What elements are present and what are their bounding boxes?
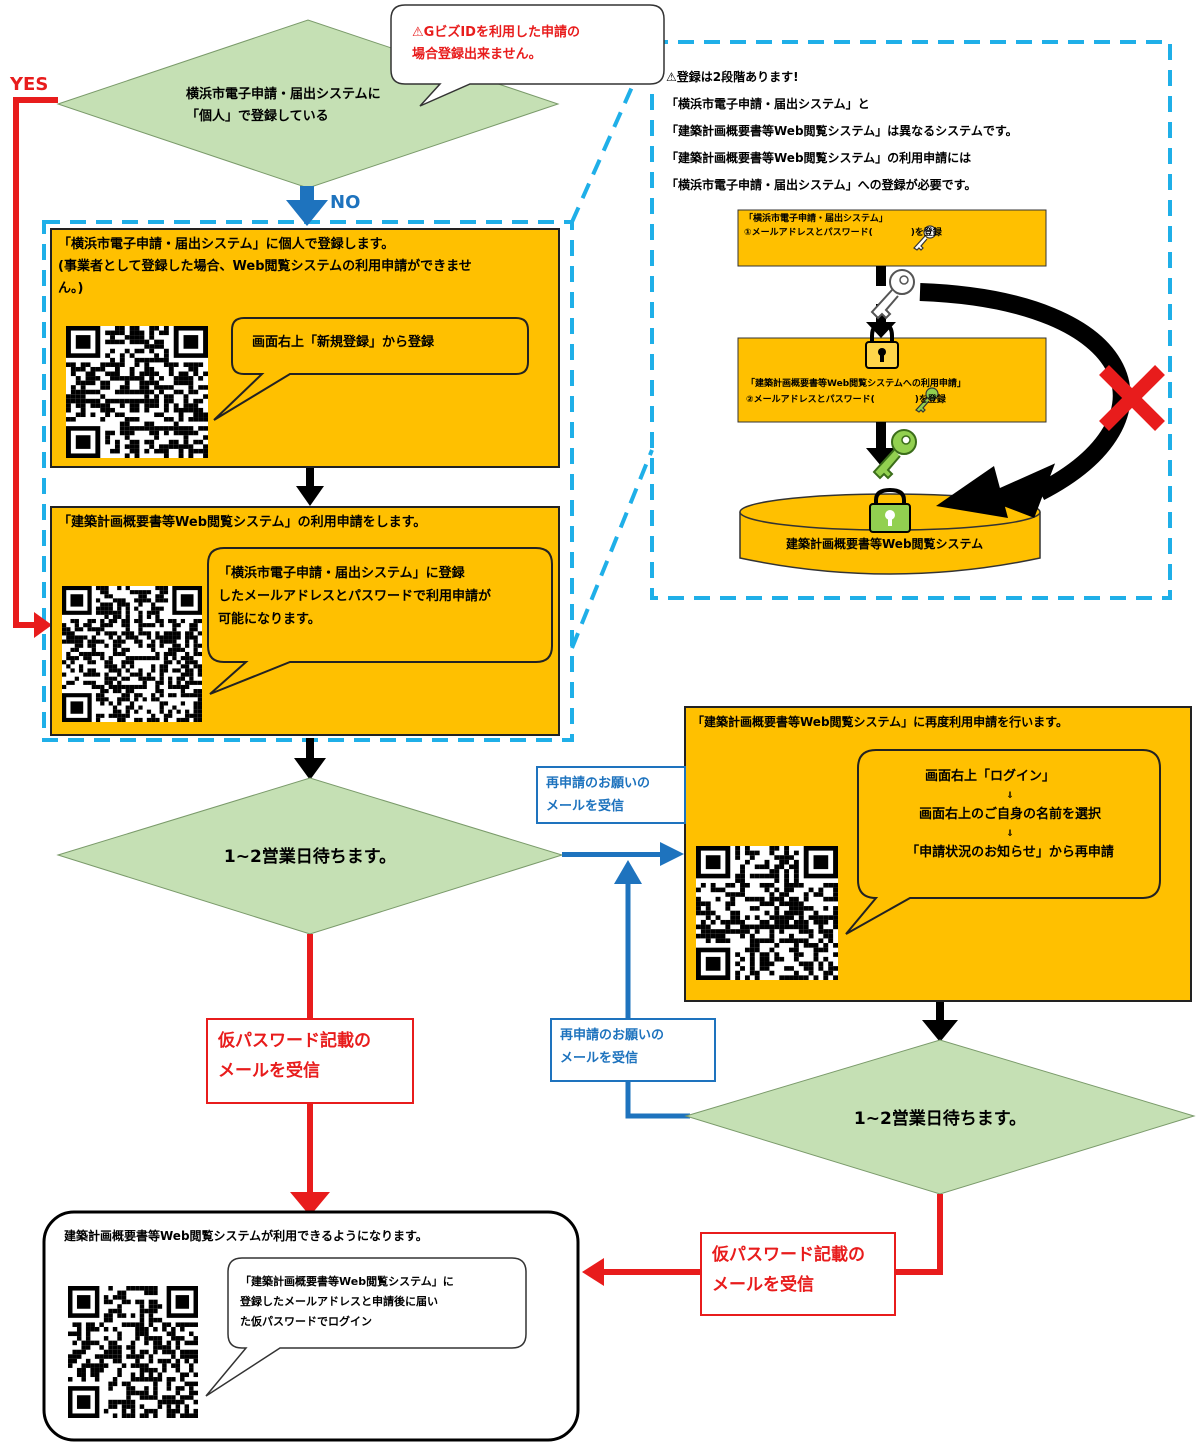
reapply-bubble-text: 画面右上「ログイン」 ⇓ 画面右上のご自身の名前を選択 ⇓ 「申請状況のお知らせ… [860,766,1160,864]
register-line3: ん。) [58,281,84,296]
info-line5: 「横浜市電子申請・届出システム」への登録が必要です。 [666,178,977,192]
gbiz-callout-text: ⚠GビズIDを利用した申請の 場合登録出来ません。 [412,22,580,66]
gbiz-callout-line1: ⚠GビズIDを利用した申請の [412,25,580,40]
final-box-title: 建築計画概要書等Web閲覧システムが利用できるようになります。 [64,1229,428,1243]
reapply-notice-bottom: 再申請のお願いの メールを受信 [550,1018,716,1082]
small-key-icon-1 [913,225,937,251]
temp-password-right-line1: 仮パスワード記載の [712,1245,865,1265]
reapply-step2: 画面右上のご自身の名前を選択 [918,807,1101,822]
info-panel-text: ⚠登録は2段階あります! 「横浜市電子申請・届出システム」と 「建築計画概要書等… [666,64,1018,199]
final-bubble-line1: 「建築計画概要書等Web閲覧システム」に [240,1275,454,1288]
register-box-text: 「横浜市電子申請・届出システム」に個人で登録します。 (事業者として登録した場合… [58,234,558,300]
yellow-lock-icon [865,321,899,369]
no-label: NO [330,192,361,213]
temp-password-left: 仮パスワード記載の メールを受信 [206,1018,414,1104]
gbiz-callout-line2: 場合登録出来ません。 [412,47,542,62]
register-bubble-text: 画面右上「新規登録」から登録 [252,335,435,350]
reapply-step1: 画面右上「ログイン」 [924,769,1055,784]
bubble-final-shape [205,1257,527,1397]
temp-password-left-line1: 仮パスワード記載の [218,1031,371,1051]
wait-diamond-right [684,1039,1196,1195]
register-line2: (事業者として登録した場合、Web閲覧システムの利用申請ができませ [58,259,472,274]
green-lock-icon [869,487,911,533]
apply-bubble-line2: したメールアドレスとパスワードで利用申請が [218,589,492,604]
reapply-step3: 「申請状況のお知らせ」から再申請 [906,845,1114,860]
final-bubble-line2: 登録したメールアドレスと申請後に届い [240,1295,438,1308]
info-line3: 「建築計画概要書等Web閲覧システム」は異なるシステムです。 [666,124,1018,138]
red-x-icon [1099,365,1165,431]
dashed-connector-lower [570,449,654,649]
top-diamond-text: 横浜市電子申請・届出システムに 「個人」で登録している [186,84,381,128]
gbiz-callout-shape [390,4,665,107]
register-line1: 「横浜市電子申請・届出システム」に個人で登録します。 [58,237,395,252]
apply-bubble-line1: 「横浜市電子申請・届出システム」に登録 [218,566,465,581]
info-step2: 「建築計画概要書等Web閲覧システムへの利用申請」 ②メールアドレスとパスワード… [746,376,966,408]
qr-code-reapply[interactable] [696,846,838,980]
apply-bubble-line3: 可能になります。 [218,612,321,627]
info-step2-desc: ②メールアドレスとパスワード( )を登録 [746,392,966,408]
curved-bypass-arrow [919,283,1131,501]
reapply-bottom-line2: メールを受信 [560,1051,639,1066]
info-line4: 「建築計画概要書等Web閲覧システム」の利用申請には [666,151,972,165]
top-diamond-line2: 「個人」で登録している [186,109,329,124]
white-key-icon [870,269,915,320]
reapply-arrow2: ⇓ [1006,829,1014,839]
green-key-icon [872,429,917,480]
reapply-box-title: 「建築計画概要書等Web閲覧システム」に再度利用申請を行います。 [692,715,1068,729]
temp-password-left-line2: メールを受信 [218,1061,320,1081]
info-step2-desc-a: ②メールアドレスとパスワード( [746,395,875,405]
wait-right-text: 1~2営業日待ちます。 [853,1109,1027,1129]
info-step1-desc: ①メールアドレスとパスワード( )を登録 [744,226,942,240]
database-label: 建築計画概要書等Web閲覧システム [786,537,984,551]
info-step2-desc-b: )を登録 [914,395,946,405]
apply-bubble-text: 「横浜市電子申請・届出システム」に登録 したメールアドレスとパスワードで利用申請… [218,562,491,631]
reapply-arrow1: ⇓ [1006,791,1014,801]
info-step1-title: 「横浜市電子申請・届出システム」 [744,214,888,224]
temp-password-right-line2: メールを受信 [712,1275,814,1295]
reapply-notice-top: 再申請のお願いの メールを受信 [536,766,686,824]
info-line2: 「横浜市電子申請・届出システム」と [666,97,870,111]
reapply-top-line2: メールを受信 [546,799,625,814]
final-bubble-text: 「建築計画概要書等Web閲覧システム」に 登録したメールアドレスと申請後に届い … [240,1272,454,1332]
top-diamond-line1: 横浜市電子申請・届出システムに [186,87,381,102]
qr-code-register[interactable] [66,326,208,458]
dashed-frame-info [650,40,1172,600]
final-bubble-line3: た仮パスワードでログイン [240,1315,372,1328]
temp-password-right: 仮パスワード記載の メールを受信 [700,1232,896,1316]
info-step1-desc-a: ①メールアドレスとパスワード( [744,228,873,238]
reapply-bottom-line1: 再申請のお願いの [560,1028,665,1043]
info-step2-title: 「建築計画概要書等Web閲覧システムへの利用申請」 [746,379,966,389]
apply-box-title: 「建築計画概要書等Web閲覧システム」の利用申請をします。 [58,515,427,530]
info-step1-desc-b: )を登録 [910,228,942,238]
wait-left-text: 1~2営業日待ちます。 [223,847,397,867]
qr-code-final[interactable] [68,1286,198,1418]
info-step1: 「横浜市電子申請・届出システム」 ①メールアドレスとパスワード( )を登録 [744,212,942,240]
yes-label: YES [10,74,49,95]
small-key-icon-2 [915,387,939,413]
reapply-top-line1: 再申請のお願いの [546,776,651,791]
qr-code-apply[interactable] [62,586,202,722]
info-line1: ⚠登録は2段階あります! [666,70,799,84]
